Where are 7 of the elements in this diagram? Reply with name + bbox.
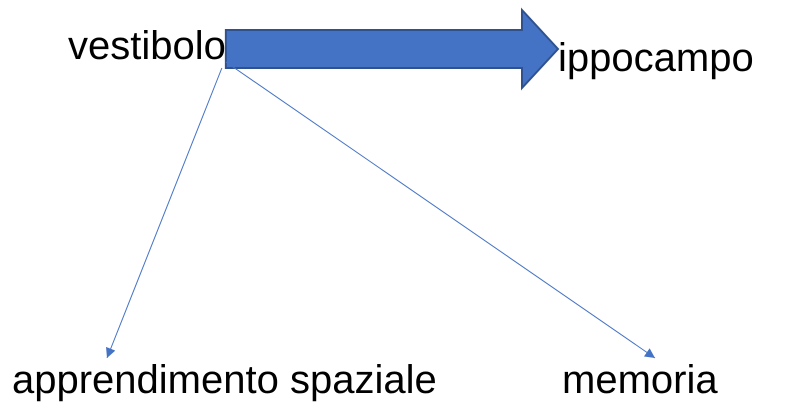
node-label: ippocampo	[558, 36, 754, 80]
node-label: apprendimento spaziale	[12, 358, 437, 402]
arrow	[225, 62, 656, 358]
block-arrow	[224, 7, 560, 91]
node-label: memoria	[562, 358, 718, 402]
node-label: vestibolo	[68, 24, 226, 68]
arrow	[106, 68, 222, 358]
